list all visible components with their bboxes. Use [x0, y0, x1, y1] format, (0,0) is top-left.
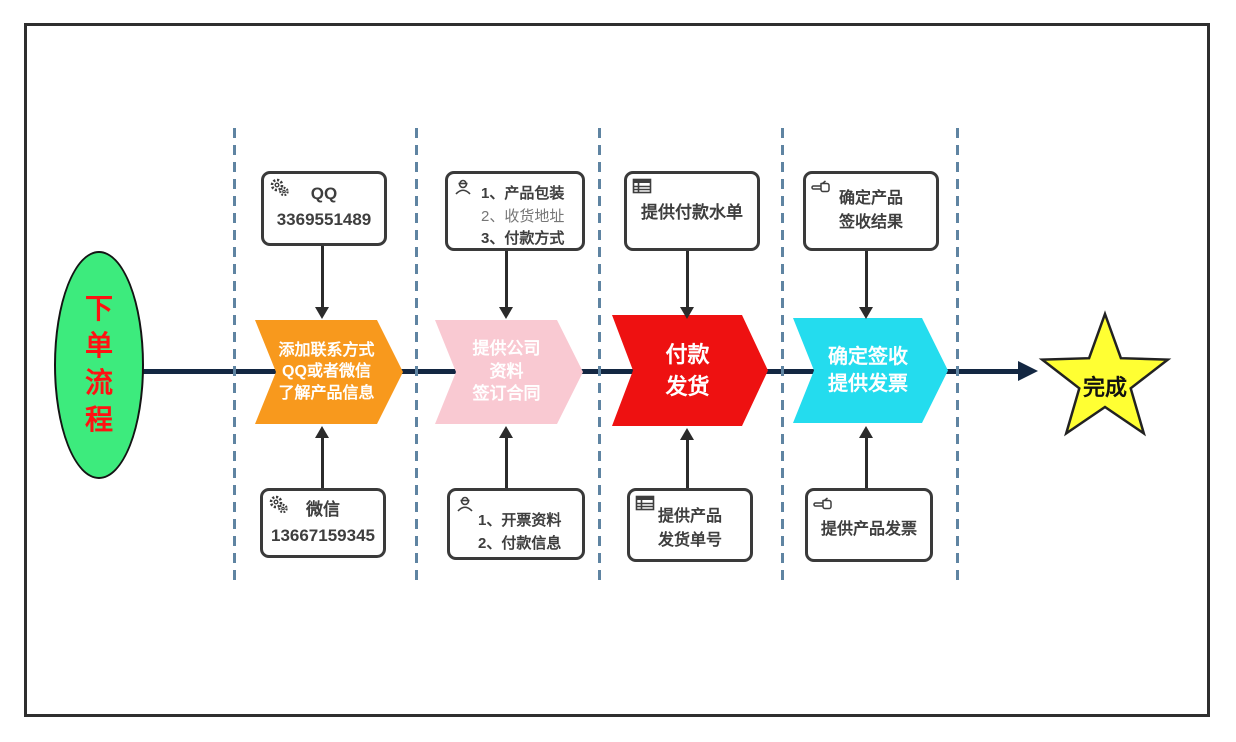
note-line: 2、付款信息: [478, 534, 562, 552]
pointing-hand-icon: [811, 180, 830, 193]
lane-divider-4: [781, 128, 784, 586]
main-flow-arrowhead-icon: [1018, 361, 1038, 381]
step-line: 发货: [665, 373, 710, 399]
diagram-border: [24, 23, 1210, 717]
worker-icon: [455, 179, 471, 195]
step-line: 付款: [665, 341, 710, 367]
connector-line: [504, 251, 508, 307]
lane-divider-5: [956, 128, 959, 586]
worker-icon: [457, 496, 473, 512]
note-line: 确定产品: [838, 190, 903, 207]
arrow-down-icon: [859, 307, 873, 319]
note-wechat: 微信 13667159345: [260, 488, 386, 558]
note-line: 3369551489: [276, 209, 372, 229]
note-shipping-number: 提供产品 发货单号: [627, 488, 753, 562]
note-line: 提供产品: [657, 508, 722, 525]
step-line: 确定签收: [828, 345, 908, 368]
connector-line: [685, 440, 689, 488]
step-line: 资料: [489, 361, 524, 381]
start-label: 下单流程: [84, 293, 113, 435]
note-payment-slip: 提供付款水单: [624, 171, 760, 251]
step-line: 提供发票: [828, 372, 908, 395]
note-line: 微信: [306, 500, 340, 519]
note-line: 3、付款方式: [481, 230, 565, 247]
arrow-down-icon: [680, 307, 694, 319]
arrow-up-icon: [859, 426, 873, 438]
connector-line: [320, 246, 324, 307]
note-invoice-info: 1、开票资料 2、付款信息: [447, 488, 585, 560]
pointing-hand-icon: [813, 497, 832, 510]
note-line: 1、开票资料: [478, 512, 562, 529]
note-line: 发货单号: [657, 532, 722, 549]
lane-divider-1: [233, 128, 236, 586]
double-gear-icon: [270, 178, 289, 197]
lane-divider-3: [598, 128, 601, 586]
start-ellipse: 下单流程: [54, 251, 144, 479]
note-product-invoice: 提供产品发票: [805, 488, 933, 562]
note-order-info: 1、产品包装 2、收货地址 3、付款方式: [445, 171, 585, 251]
step-chevron-payment: 付款 发货: [612, 315, 768, 426]
note-line: 2、收货地址: [481, 207, 565, 225]
arrow-down-icon: [315, 307, 329, 319]
note-line: 13667159345: [270, 525, 375, 545]
step-line: 添加联系方式: [278, 341, 375, 359]
note-line: 提供付款水单: [641, 203, 743, 222]
step-line: 了解产品信息: [278, 384, 375, 402]
step-line: 提供公司: [472, 338, 541, 358]
note-confirm-receipt: 确定产品 签收结果: [803, 171, 939, 251]
lane-divider-2: [415, 128, 418, 586]
note-qq: QQ 3369551489: [261, 171, 387, 246]
double-gear-icon: [269, 495, 288, 514]
connector-line: [864, 251, 868, 307]
note-line: 提供产品发票: [820, 521, 917, 538]
step-chevron-receipt: 确定签收 提供发票: [793, 318, 948, 423]
note-line: 1、产品包装: [481, 185, 565, 202]
note-line: QQ: [310, 184, 338, 203]
connector-line: [864, 438, 868, 488]
arrow-up-icon: [315, 426, 329, 438]
arrow-down-icon: [499, 307, 513, 319]
step-line: 签订合同: [472, 384, 541, 404]
step-chevron-contact: 添加联系方式 QQ或者微信 了解产品信息: [255, 320, 403, 424]
arrow-up-icon: [680, 428, 694, 440]
note-line: 签收结果: [838, 214, 903, 231]
connector-line: [685, 251, 689, 307]
table-icon: [635, 495, 655, 511]
step-chevron-contract: 提供公司 资料 签订合同: [435, 320, 583, 424]
connector-line: [320, 438, 324, 488]
table-icon: [632, 178, 652, 194]
step-line: QQ或者微信: [282, 363, 371, 381]
end-label: 完成: [1082, 375, 1127, 400]
end-star: [1038, 310, 1172, 437]
connector-line: [504, 438, 508, 488]
arrow-up-icon: [499, 426, 513, 438]
